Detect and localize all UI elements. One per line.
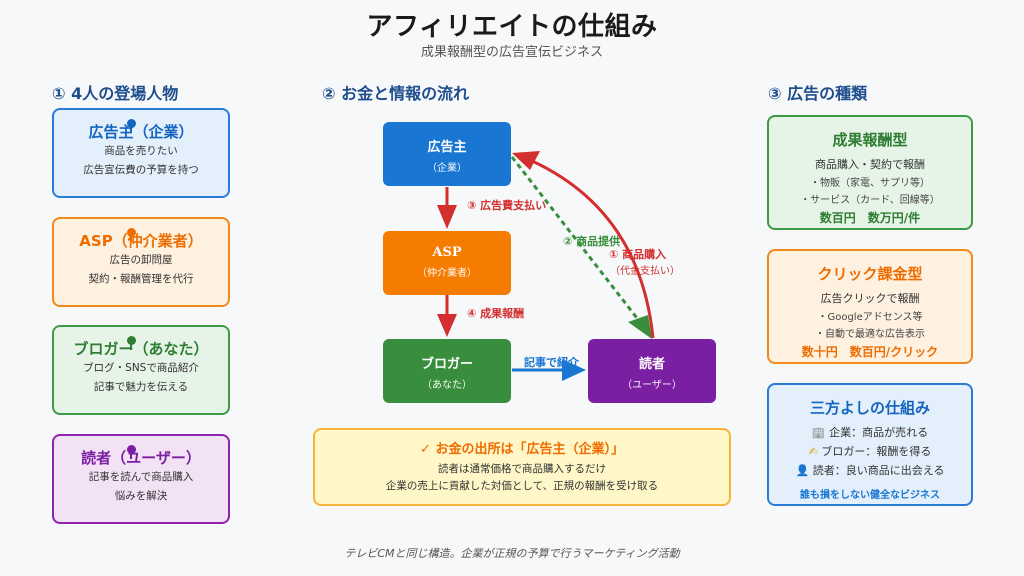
ad-type-desc: 広告クリックで報酬 (820, 292, 920, 305)
character-line: 契約・報酬管理を代行 (88, 273, 194, 285)
ad-type-item: ・物販（家電、サプリ等） (810, 178, 930, 189)
section-heading-ad-types: ③ 広告の種類 (768, 84, 868, 103)
node-title: 広告主 (427, 140, 467, 155)
ad-type-card-click: クリック課金型 広告クリックで報酬 ・Googleアドセンス等 ・自動で最適な広… (767, 249, 973, 364)
sanpo-tagline: 誰も損をしない健全なビジネス (800, 490, 940, 501)
character-line: 記事で魅力を伝える (93, 381, 189, 393)
page-title: アフィリエイトの仕組み (366, 12, 658, 42)
character-card-asp: ASP（仲介業者） 広告の卸問屋 契約・報酬管理を代行 (52, 217, 230, 307)
ad-type-price: 数百円 数万円/件 (819, 211, 921, 225)
money-source-line: 企業の売上に貢献した対価として、正規の報酬を受け取る (385, 480, 659, 492)
character-line: 悩みを解決 (114, 490, 168, 502)
node-subtitle: （あなた） (422, 380, 472, 391)
node-subtitle: （ユーザー） (622, 380, 682, 391)
character-line: 商品を売りたい (104, 145, 178, 157)
character-title: ブロガー（あなた） (73, 336, 209, 359)
sanpo-yoshi-card: 三方よしの仕組み 🏢 企業：商品が売れる ✍ ブロガー：報酬を得る 👤 読者：良… (767, 383, 973, 506)
pin-icon (126, 228, 136, 242)
node-subtitle: （企業） (427, 163, 467, 174)
sanpo-title: 三方よしの仕組み (809, 399, 930, 417)
pin-icon (126, 445, 136, 459)
edge-label-purchase-sub: （代金支払い） (610, 266, 680, 277)
arrowhead-purchase (512, 151, 540, 170)
character-title: 広告主（企業） (88, 119, 194, 142)
edge-label-ad-fee: ③ 広告費支払い (467, 199, 547, 212)
page-subtitle: 成果報酬型の広告宣伝ビジネス (420, 45, 603, 60)
arrowhead-supply (628, 315, 652, 339)
node-title: ASP (432, 245, 462, 260)
ad-type-item: ・Googleアドセンス等 (817, 312, 923, 323)
node-title: 読者 (638, 357, 665, 372)
character-title: 読者（ユーザー） (81, 445, 201, 468)
character-card-advertiser: 広告主（企業） 商品を売りたい 広告宣伝費の予算を持つ (52, 108, 230, 198)
character-line: ブログ・SNSで商品紹介 (83, 362, 199, 374)
ad-type-item: ・サービス（カード、回線等） (800, 195, 940, 206)
flow-node-reader: 読者 （ユーザー） (588, 339, 716, 403)
edge-label-purchase: ① 商品購入 (609, 248, 667, 261)
writing-hand-icon: ✍ (808, 445, 818, 458)
ad-type-title: 成果報酬型 (832, 131, 908, 149)
ad-type-card-performance: 成果報酬型 商品購入・契約で報酬 ・物販（家電、サプリ等） ・サービス（カード、… (767, 115, 973, 230)
pin-icon (126, 119, 136, 133)
character-line: 広告宣伝費の予算を持つ (83, 164, 199, 176)
ad-type-item: ・自動で最適な広告表示 (815, 329, 925, 340)
ad-type-price: 数十円 数百円/クリック (801, 345, 939, 359)
building-icon: 🏢 (811, 426, 826, 439)
arrow-supply (510, 156, 642, 323)
arrowhead-introduce (562, 359, 586, 381)
ad-type-title: クリック課金型 (817, 265, 923, 283)
flow-node-blogger: ブロガー （あなた） (383, 339, 511, 403)
ad-type-desc: 商品購入・契約で報酬 (815, 158, 925, 171)
sanpo-item: ✍ ブロガー：報酬を得る (808, 445, 932, 458)
pin-icon (126, 336, 136, 350)
sanpo-item: 🏢 企業：商品が売れる (811, 426, 929, 439)
footer-note: テレビCMと同じ構造。企業が正規の予算で行うマーケティング活動 (344, 547, 680, 560)
section-heading-flow: ② お金と情報の流れ (322, 84, 470, 103)
character-line: 記事を読んで商品購入 (88, 471, 194, 483)
money-source-line: 読者は通常価格で商品購入するだけ (438, 463, 606, 475)
edge-label-supply: ② 商品提供 (563, 235, 621, 248)
flow-node-advertiser: 広告主 （企業） (383, 122, 511, 186)
node-title: ブロガー (420, 357, 473, 372)
user-icon: 👤 (795, 464, 810, 477)
section-heading-characters: ① 4人の登場人物 (52, 84, 179, 103)
edge-label-introduce: 記事で紹介 (524, 356, 579, 369)
money-source-title: ✓ お金の出所は「広告主（企業）」 (420, 442, 624, 457)
arrowhead-ad-fee (437, 205, 457, 229)
money-source-box: ✓ お金の出所は「広告主（企業）」 読者は通常価格で商品購入するだけ 企業の売上… (313, 428, 731, 506)
character-card-blogger: ブロガー（あなた） ブログ・SNSで商品紹介 記事で魅力を伝える (52, 325, 230, 415)
sanpo-item: 👤 読者：良い商品に出会える (795, 464, 945, 477)
character-line: 広告の卸問屋 (109, 254, 173, 266)
node-subtitle: （仲介業者） (417, 268, 477, 279)
flow-node-asp: ASP （仲介業者） (383, 231, 511, 295)
character-card-reader: 読者（ユーザー） 記事を読んで商品購入 悩みを解決 (52, 434, 230, 524)
character-title: ASP（仲介業者） (79, 228, 203, 251)
arrow-purchase (529, 158, 655, 339)
edge-label-reward: ④ 成果報酬 (467, 307, 525, 320)
arrowhead-reward (437, 314, 457, 337)
